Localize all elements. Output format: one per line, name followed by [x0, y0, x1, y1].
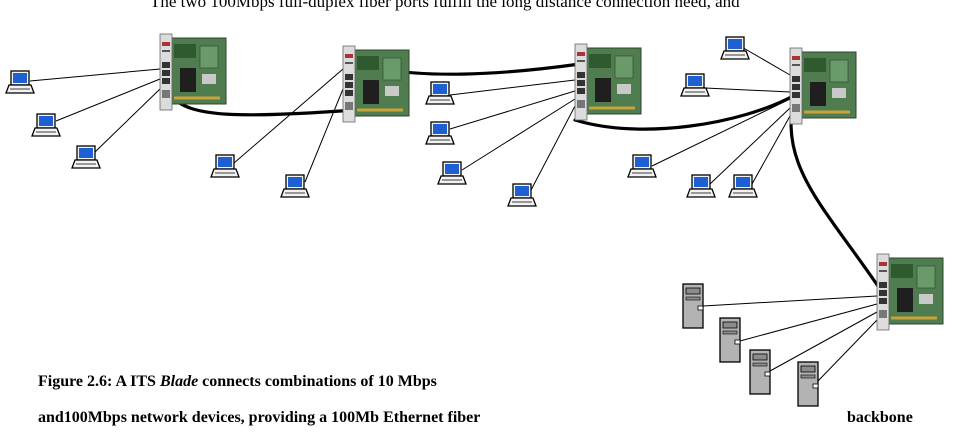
- figure-caption-tail: backbone: [847, 409, 913, 426]
- fiber-backbone: [170, 62, 884, 294]
- workstation-icon: [627, 154, 657, 178]
- figure-caption-line-1: Figure 2.6: A ITS Blade connects combina…: [38, 372, 437, 392]
- workstation-icon: [71, 145, 101, 169]
- device-links: [29, 45, 878, 382]
- workstation-icon: [728, 174, 758, 198]
- workstation-icon: [680, 73, 710, 97]
- caption-product-name: Blade: [159, 373, 199, 390]
- caption-prefix: Figure 2.6: A ITS: [38, 373, 160, 390]
- server-icon: [749, 349, 771, 395]
- server-icon: [797, 361, 819, 407]
- workstation-icon: [31, 113, 61, 137]
- workstation-icon: [437, 161, 467, 185]
- blade-card: [788, 46, 858, 126]
- blade-card: [875, 252, 945, 332]
- caption-rest: connects combinations of 10 Mbps: [198, 373, 437, 390]
- workstation-icon: [507, 183, 537, 207]
- workstation-icon: [5, 70, 35, 94]
- workstation-icon: [686, 174, 716, 198]
- blade-card: [573, 42, 643, 122]
- workstation-icon: [425, 121, 455, 145]
- workstation-icon: [425, 81, 455, 105]
- workstation-icon: [280, 174, 310, 198]
- workstation-icon: [210, 154, 240, 178]
- server-icon: [682, 283, 704, 329]
- server-icon: [719, 317, 741, 363]
- blade-card: [341, 44, 411, 124]
- figure-caption-line-2: and100Mbps network devices, providing a …: [38, 409, 481, 426]
- workstation-icon: [720, 36, 750, 60]
- blade-card: [158, 32, 228, 112]
- intro-paragraph-line: The two 100Mbps full-duplex fiber ports …: [150, 0, 740, 11]
